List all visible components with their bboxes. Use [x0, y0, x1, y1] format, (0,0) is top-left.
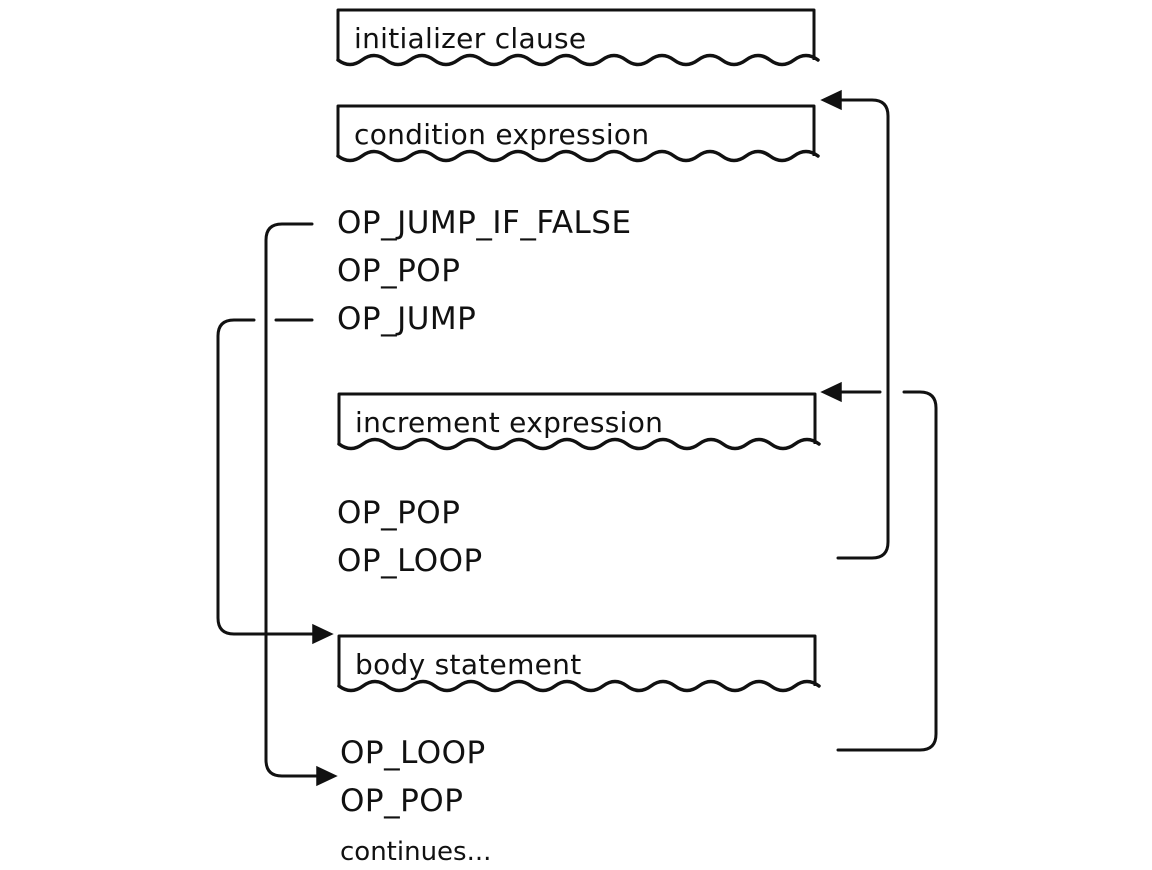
- body-statement-label: body statement: [355, 648, 582, 681]
- op-pop-after-condition: OP_POP: [337, 253, 461, 289]
- increment-expression-block: increment expression: [337, 392, 821, 452]
- block-frame: [336, 8, 820, 67]
- block-frame: [337, 392, 821, 451]
- op-loop-to-increment: OP_LOOP: [340, 735, 486, 771]
- op-loop-to-condition: OP_LOOP: [337, 543, 483, 579]
- continues-note: continues...: [340, 837, 492, 867]
- condition-expression-block: condition expression: [336, 104, 820, 164]
- condition-expression-label: condition expression: [354, 118, 650, 151]
- jump-if-false-arrow: [264, 222, 338, 787]
- op-jump: OP_JUMP: [337, 301, 477, 337]
- loop-to-increment-arrow: [820, 381, 938, 752]
- initializer-clause-block: initializer clause: [336, 8, 820, 68]
- op-jump-if-false: OP_JUMP_IF_FALSE: [337, 205, 632, 241]
- wavy-bottom-edge: [336, 53, 820, 67]
- jump-arrow: [216, 318, 334, 645]
- increment-expression-label: increment expression: [355, 406, 664, 439]
- wavy-bottom-edge: [336, 149, 820, 163]
- loop-to-condition-arrow: [820, 89, 890, 560]
- wavy-bottom-edge: [337, 437, 821, 451]
- op-pop-after-increment: OP_POP: [337, 495, 461, 531]
- wavy-bottom-edge: [337, 679, 821, 693]
- block-frame: [337, 634, 821, 693]
- op-pop-at-exit: OP_POP: [340, 783, 464, 819]
- block-frame: [336, 104, 820, 163]
- body-statement-block: body statement: [337, 634, 821, 694]
- initializer-clause-label: initializer clause: [354, 22, 587, 55]
